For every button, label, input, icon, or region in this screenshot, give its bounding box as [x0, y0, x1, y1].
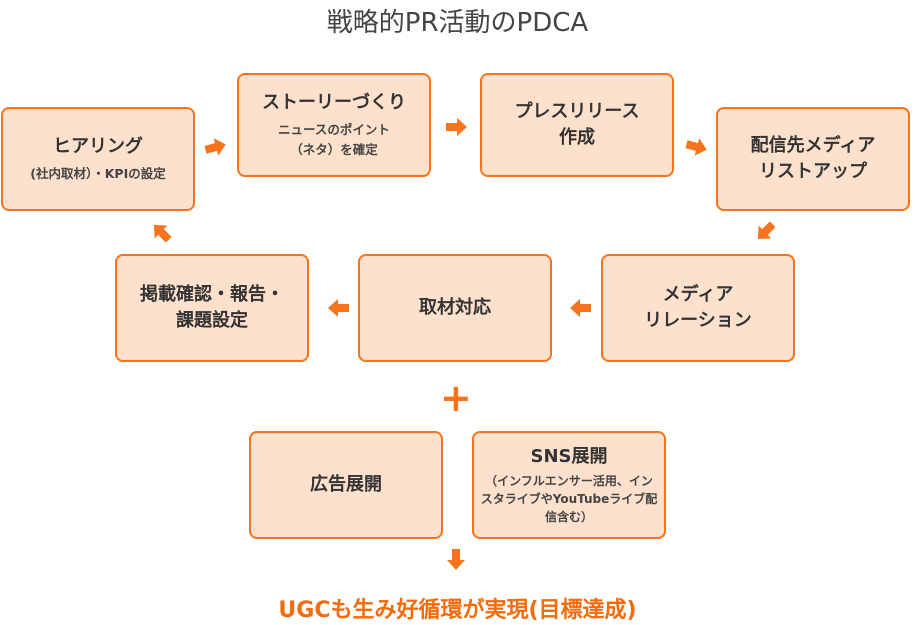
step-sub: ニュースのポイント （ネタ）を確定 — [278, 122, 390, 157]
diagram-title: 戦略的PR活動のPDCA — [326, 8, 589, 38]
step-heading: ヒアリング — [53, 136, 143, 157]
extra-sub: （インフルエンサー活用、インスタライブやYouTubeライブ配信含む） — [480, 474, 658, 524]
extra-sns: SNS展開 （インフルエンサー活用、インスタライブやYouTubeライブ配信含む… — [472, 431, 666, 539]
arrow-down-icon — [447, 549, 465, 570]
step-interview: 取材対応 — [358, 254, 552, 362]
step-heading: 配信先メディア リストアップ — [750, 135, 876, 182]
extra-heading: 広告展開 — [310, 474, 382, 495]
arrow-left-icon — [328, 299, 349, 317]
arrow-down-left-icon — [751, 217, 780, 246]
step-sub: (社内取材）・KPIの設定 — [30, 166, 166, 181]
arrow-right-icon — [203, 135, 228, 159]
step-heading: 取材対応 — [419, 297, 491, 318]
step-story: ストーリーづくり ニュースのポイント （ネタ）を確定 — [237, 73, 431, 177]
step-hearing: ヒアリング (社内取材）・KPIの設定 — [1, 107, 195, 211]
step-heading: 掲載確認・報告・ 課題設定 — [140, 284, 284, 331]
step-review: 掲載確認・報告・ 課題設定 — [115, 254, 309, 362]
step-heading: メディア リレーション — [644, 284, 752, 331]
step-media-relation: メディア リレーション — [601, 254, 795, 362]
arrow-right-icon — [684, 135, 709, 159]
arrow-up-left-icon — [147, 218, 176, 247]
step-press-release: プレスリリース 作成 — [480, 73, 674, 177]
goal-text: UGCも生み好循環が実現(目標達成) — [278, 598, 637, 623]
plus-sign: + — [440, 376, 472, 420]
extra-heading: SNS展開 — [530, 446, 608, 467]
extra-ads: 広告展開 — [249, 431, 443, 539]
step-heading: プレスリリース 作成 — [514, 101, 640, 148]
arrow-left-icon — [570, 299, 591, 317]
arrow-right-icon — [446, 118, 467, 136]
step-media-list: 配信先メディア リストアップ — [716, 107, 910, 211]
step-heading: ストーリーづくり — [262, 92, 406, 113]
